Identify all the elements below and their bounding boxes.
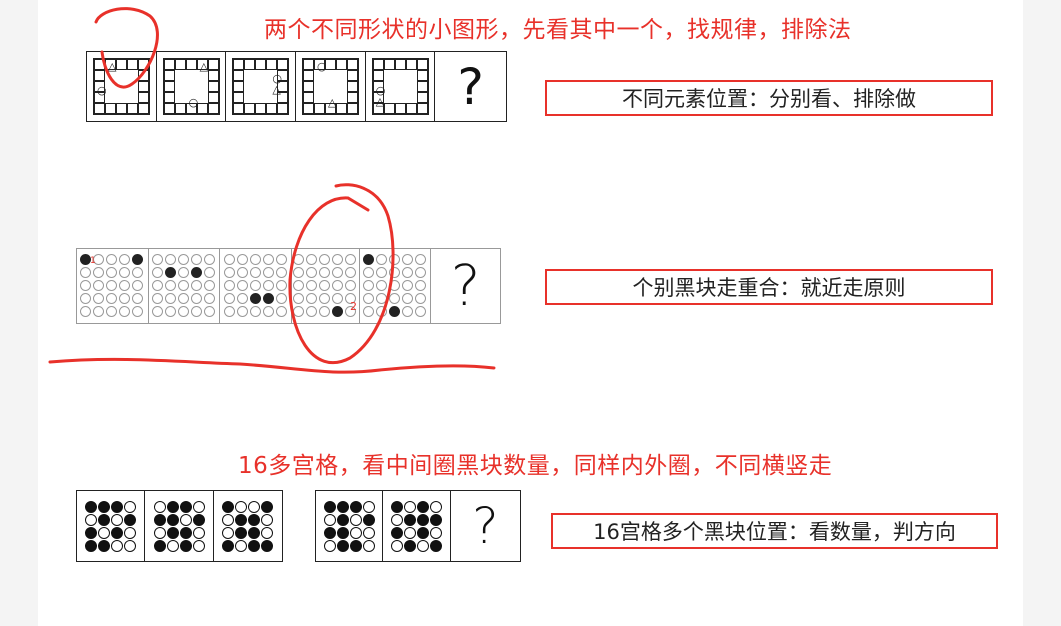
circle-icon: ○	[317, 60, 327, 73]
question-mark: ?	[472, 497, 499, 555]
circle-icon: ○	[97, 84, 107, 97]
label-box-1: 不同元素位置：分别看、排除做	[545, 80, 993, 116]
puzzle-row-2: 2 ?	[76, 248, 501, 324]
puzzle-cell	[77, 491, 146, 561]
question-cell: ?	[451, 491, 520, 561]
question-cell: ?	[435, 52, 506, 121]
puzzle-cell: 2	[292, 249, 360, 323]
ring-grid	[162, 58, 220, 115]
triangle-icon: △	[272, 83, 281, 96]
puzzle-cell: ○ △	[226, 52, 297, 121]
puzzle-row-3a	[76, 490, 283, 562]
puzzle-cell: ○ △	[296, 52, 366, 121]
question-mark: ?	[450, 253, 481, 319]
annotation-note-3: 16多宫格，看中间圈黑块数量，同样内外圈，不同横竖走	[238, 453, 833, 479]
circle-icon: ○	[375, 84, 386, 97]
ring-grid	[371, 58, 429, 115]
question-cell: ?	[431, 249, 500, 323]
puzzle-cell: △ ○	[157, 52, 227, 121]
circle-icon: ○	[272, 72, 282, 85]
label-box-3: 16宫格多个黑块位置：看数量，判方向	[551, 513, 998, 549]
overlap-marker-1: 1	[90, 256, 96, 266]
puzzle-cell	[149, 249, 221, 323]
triangle-icon: △	[108, 60, 117, 73]
question-mark: ?	[457, 57, 484, 116]
puzzle-cell	[316, 491, 384, 561]
puzzle-cell	[220, 249, 292, 323]
label-box-2: 个别黑块走重合：就近走原则	[545, 269, 993, 305]
puzzle-cell	[145, 491, 214, 561]
ring-grid	[232, 58, 290, 115]
puzzle-cell	[360, 249, 432, 323]
puzzle-cell	[214, 491, 282, 561]
triangle-icon: △	[328, 96, 337, 109]
puzzle-cell: △ ○	[87, 52, 157, 121]
triangle-icon: △	[199, 60, 209, 73]
overlap-marker-2: 2	[349, 300, 357, 313]
puzzle-cell	[383, 491, 451, 561]
triangle-icon: △	[375, 95, 385, 108]
puzzle-row-3b: ?	[315, 490, 521, 562]
puzzle-row-1: △ ○ △ ○ ○ △ ○ △	[86, 51, 507, 122]
ring-grid	[301, 58, 359, 115]
puzzle-cell	[77, 249, 149, 323]
circle-icon: ○	[188, 96, 199, 109]
annotation-note-1: 两个不同形状的小图形，先看其中一个，找规律，排除法	[264, 17, 852, 43]
puzzle-cell: ○ △	[366, 52, 436, 121]
